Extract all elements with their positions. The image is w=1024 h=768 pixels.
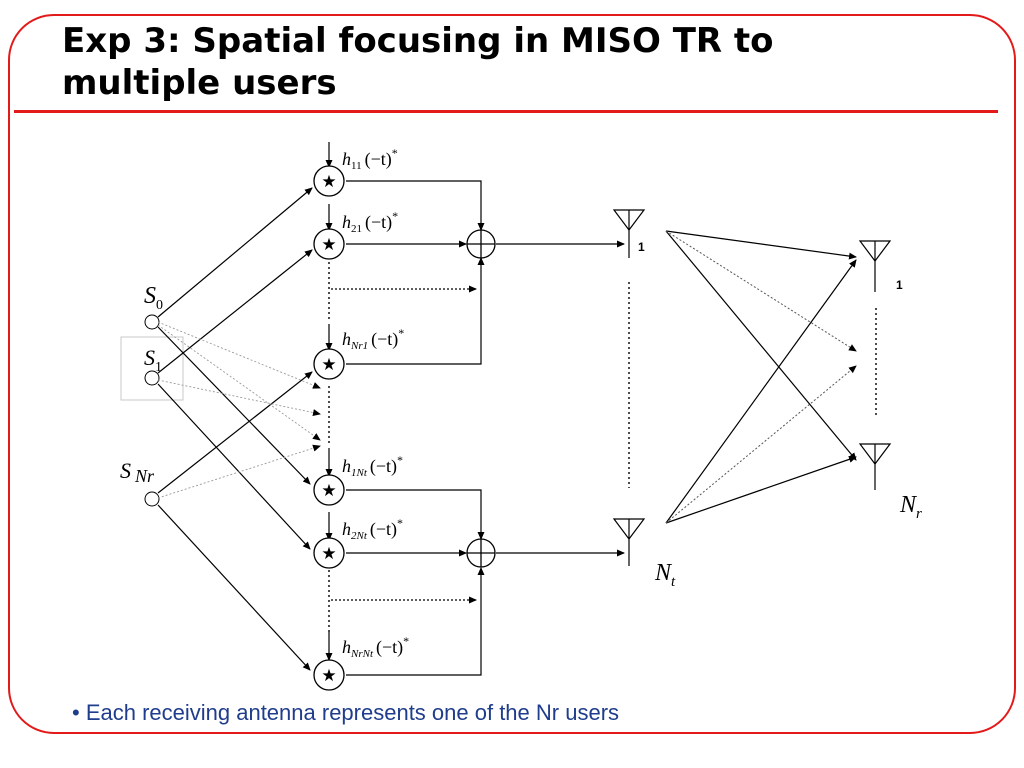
- arrow-s0-to-m1nt: [157, 326, 311, 485]
- source-label-s1: S1: [144, 345, 162, 375]
- convolution-star-icon: ★: [313, 228, 345, 260]
- convolution-multipliers: ★ ★ ★ ★ ★ ★: [313, 165, 345, 691]
- antenna-icon: [858, 443, 892, 490]
- filter-label-h1nt: h1Nt(−t)*: [342, 453, 403, 479]
- summing-junction-icon: [466, 229, 496, 259]
- svg-text:★: ★: [321, 172, 336, 192]
- source-node-s1: [144, 370, 160, 386]
- convolution-star-icon: ★: [313, 474, 345, 506]
- filter-label-h21: h21(−t)*: [342, 209, 398, 235]
- wire-mnr1-to-sum1: [346, 257, 485, 365]
- convolution-star-icon: ★: [313, 348, 345, 380]
- filter-label-hnr1: hNr1(−t)*: [342, 326, 404, 352]
- svg-text:★: ★: [321, 481, 336, 501]
- source-label-s0: S0: [144, 283, 163, 313]
- tx-antenna-label-1: 1: [638, 240, 645, 254]
- arrow-s1-to-m2nt: [157, 383, 311, 550]
- title-underline: [14, 110, 998, 113]
- svg-text:★: ★: [321, 666, 336, 686]
- propagation-dotted-paths: [665, 230, 857, 524]
- slide-frame: [8, 14, 1016, 734]
- column-dotted-separators: [328, 262, 877, 632]
- multiplier-output-wiring: [346, 180, 625, 676]
- dotted-s0-to-gap: [157, 321, 321, 389]
- dotted-tx1-to-gap: [665, 230, 857, 352]
- arrow-snr-to-mnr1: [157, 371, 313, 494]
- filter-label-h2nt: h2Nt(−t)*: [342, 516, 403, 542]
- source-node-snr: [144, 491, 160, 507]
- propagation-paths: [665, 230, 857, 524]
- source-connections: [157, 187, 313, 671]
- wire-mnrnt-to-sum2: [346, 567, 485, 676]
- svg-text:★: ★: [321, 235, 336, 255]
- slide-title: Exp 3: Spatial focusing in MISO TR to mu…: [62, 20, 962, 104]
- source-nodes: [120, 314, 184, 507]
- wire-m1nt-to-sum2: [346, 489, 485, 540]
- source-highlight-box: [120, 336, 184, 401]
- dotted-snr-to-gap: [157, 444, 321, 499]
- dotted-txnt-to-gap: [665, 365, 857, 524]
- convolution-star-icon: ★: [313, 165, 345, 197]
- dotted-s0-to-gap2: [157, 324, 321, 441]
- arrow-s1-to-m21: [157, 249, 313, 374]
- arrow-s0-to-m11: [157, 187, 313, 318]
- convolution-star-icon: ★: [313, 659, 345, 691]
- antenna-icon: [858, 240, 892, 292]
- antenna-icon: [612, 518, 646, 566]
- path-tx1-rx1: [665, 230, 857, 260]
- dotted-s1-to-gap: [157, 379, 321, 416]
- summing-junction-icon: [466, 538, 496, 568]
- path-tx1-rxnr: [665, 230, 857, 461]
- antenna-icon: [612, 209, 646, 258]
- path-txnt-rxnr: [665, 455, 857, 524]
- title-line-1: Exp 3: Spatial focusing in MISO TR to: [62, 21, 774, 61]
- rx-antenna-label-nr: Nr: [899, 492, 922, 522]
- filter-label-h11: h11(−t)*: [342, 146, 398, 172]
- title-line-2: multiple users: [62, 63, 337, 103]
- svg-text:★: ★: [321, 355, 336, 375]
- tx-antenna-label-nt: Nt: [654, 560, 676, 590]
- convolution-star-icon: ★: [313, 537, 345, 569]
- source-node-s0: [144, 314, 160, 330]
- wire-m11-to-sum1: [346, 180, 485, 231]
- filter-label-hnrnt: hNrNt(−t)*: [342, 634, 409, 660]
- bullet-text: • Each receiving antenna represents one …: [72, 700, 620, 725]
- dotted-feed-arrows: [331, 285, 477, 604]
- svg-text:★: ★: [321, 544, 336, 564]
- filter-labels: h11(−t)* h21(−t)* hNr1(−t)* h1Nt(−t)* h2…: [342, 146, 409, 660]
- arrow-snr-to-mnrnt: [157, 504, 311, 671]
- source-dotted-connections: [157, 321, 321, 499]
- rx-antenna-label-1: 1: [896, 278, 903, 292]
- path-txnt-rx1: [665, 259, 857, 524]
